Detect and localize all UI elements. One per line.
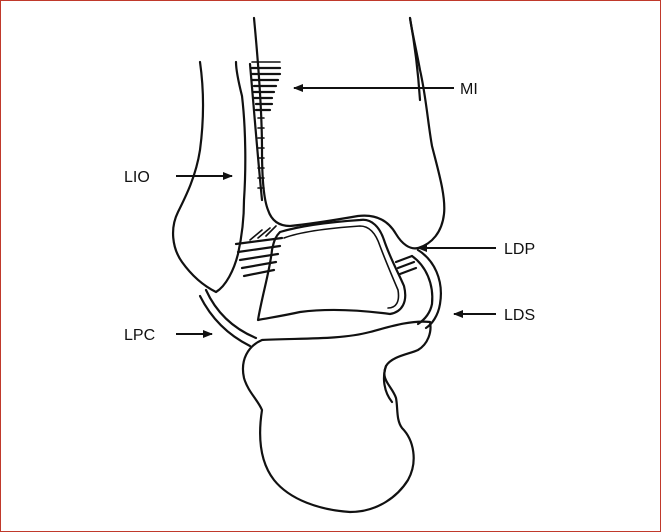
label-lio: LIO — [124, 169, 150, 186]
lpc-ligament — [200, 296, 250, 346]
deltoid-ligament-deep — [396, 256, 416, 274]
label-ldp: LDP — [504, 241, 535, 258]
lpc-ligament-inner — [206, 290, 256, 338]
deltoid-ligament-superficial-inner — [412, 256, 432, 324]
label-lds: LDS — [504, 307, 535, 324]
label-mi: MI — [460, 81, 478, 98]
deltoid-ligament-superficial — [418, 250, 441, 328]
talus-bone — [258, 220, 405, 320]
calcaneus-bone — [243, 322, 431, 512]
label-lpc: LPC — [124, 327, 155, 344]
